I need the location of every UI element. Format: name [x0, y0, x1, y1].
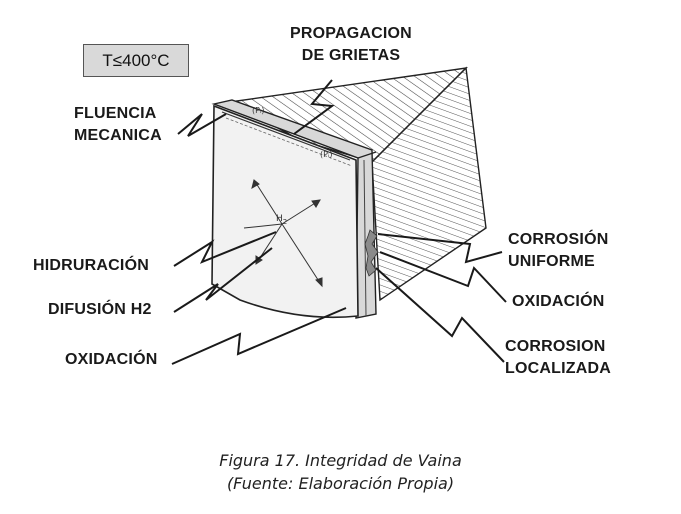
label-oxidacion-right: OXIDACIÓN — [512, 293, 605, 310]
label-corrosion-uniforme-line1: CORROSIÓN — [508, 231, 609, 248]
label-fluencia-line2: MECANICA — [74, 127, 162, 144]
label-oxidacion-left: OXIDACIÓN — [65, 351, 158, 368]
label-corrosion-localizada-line2: LOCALIZADA — [505, 360, 611, 377]
label-corrosion-uniforme-line2: UNIFORME — [508, 253, 595, 270]
label-propagacion-line1: PROPAGACION — [290, 25, 412, 42]
cladding-front-face — [211, 104, 359, 319]
label-fluencia-line1: FLUENCIA — [74, 105, 157, 122]
pressure-mark-1: (Pᵢ) — [252, 106, 265, 115]
h2-mark-sub: 2 — [282, 217, 288, 226]
label-propagacion-line2: DE GRIETAS — [301, 47, 401, 64]
figure-caption-line1: Figura 17. Integridad de Vaina — [219, 451, 462, 470]
leader-lines — [171, 79, 507, 365]
label-corrosion-localizada-line1: CORROSION — [505, 338, 606, 355]
label-hidruracion: HIDRURACIÓN — [33, 257, 149, 274]
h2-mark: H2 — [276, 214, 287, 226]
figure-caption-line2: (Fuente: Elaboración Propia) — [226, 474, 455, 493]
temperature-condition-box: T≤400°C — [83, 44, 189, 77]
h2-mark-letter: H — [276, 214, 283, 224]
label-difusion-h2: DIFUSIÓN H2 — [48, 301, 152, 318]
pressure-mark-2: (Pᵢ) — [320, 150, 333, 159]
h2-diffusion-arrows — [243, 179, 323, 288]
localized-corrosion-patch — [364, 229, 379, 277]
